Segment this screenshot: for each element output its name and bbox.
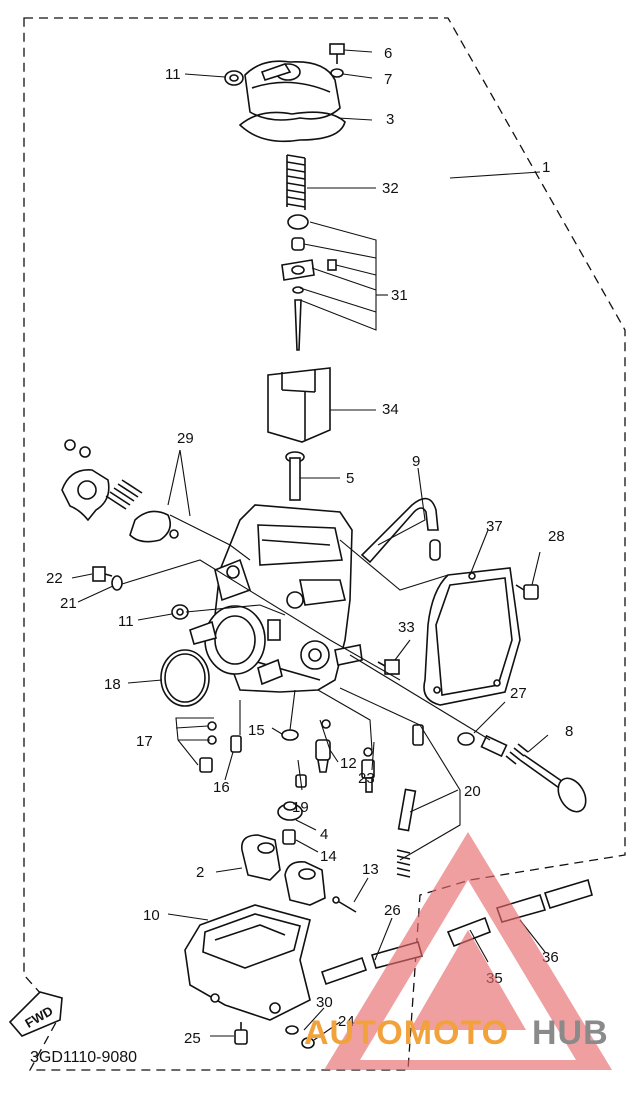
watermark-triangle-icon — [324, 832, 612, 1070]
top-cap-part — [244, 60, 341, 121]
washer-7-part — [330, 68, 344, 78]
callout-4: 4 — [320, 826, 328, 843]
callout-33: 33 — [398, 619, 415, 636]
callout-3: 3 — [386, 111, 394, 128]
callout-19: 19 — [292, 799, 309, 816]
leader-lines — [71, 49, 549, 1041]
callout-15: 15 — [248, 722, 265, 739]
nut-11-side-part — [171, 604, 189, 620]
callout-9: 9 — [412, 453, 420, 470]
callout-20: 20 — [464, 783, 481, 800]
jet-17-part — [199, 721, 217, 773]
callout-11-side: 11 — [118, 613, 134, 630]
callout-14: 14 — [320, 848, 337, 865]
callout-2: 2 — [196, 864, 204, 881]
callout-13: 13 — [362, 861, 379, 878]
callout-27: 27 — [510, 685, 527, 702]
o-ring-18-part — [160, 649, 210, 707]
callout-18: 18 — [104, 676, 121, 693]
callout-26: 26 — [384, 902, 401, 919]
callout-16: 16 — [213, 779, 230, 796]
callout-29: 29 — [177, 430, 194, 447]
throttle-stop-screw-8-part — [480, 734, 587, 813]
callout-17: 17 — [136, 733, 153, 750]
needle-jet-5-part — [285, 451, 305, 501]
callout-31: 31 — [391, 287, 408, 304]
watermark-text-gray: HUB — [532, 1014, 609, 1052]
screw-33-part — [377, 659, 400, 675]
screw-28-part — [515, 584, 539, 600]
watermark-logo — [324, 832, 612, 1070]
callout-30: 30 — [316, 994, 333, 1011]
jet-23-part — [361, 747, 375, 793]
nut-11-top-part — [224, 70, 244, 86]
screw-22-part — [92, 566, 113, 582]
jet-15-part — [281, 729, 299, 741]
needle-assembly-31-part — [281, 214, 337, 351]
part-code: 3GD1110-9080 — [30, 1049, 137, 1066]
spring-32-part — [286, 154, 306, 210]
piston-valve-34-part — [267, 367, 331, 443]
pin-13-part — [332, 896, 357, 913]
cover-37-part — [423, 567, 521, 706]
pump-spring-part — [105, 479, 143, 510]
callout-24: 24 — [338, 1013, 355, 1030]
float-bowl-10-part — [184, 904, 311, 1021]
gasket-part — [238, 111, 346, 143]
callout-23: 23 — [358, 770, 375, 787]
callout-21: 21 — [60, 595, 77, 612]
pump-cover-part — [61, 439, 110, 522]
float-2-part — [241, 834, 326, 906]
jet-14-part — [282, 829, 296, 845]
callout-1: 1 — [542, 159, 550, 176]
callout-8: 8 — [565, 723, 573, 740]
callout-37: 37 — [486, 518, 503, 535]
jet-16-part — [230, 735, 242, 753]
plug-4-part — [277, 801, 303, 821]
washer-21-part — [111, 575, 123, 591]
hose-9-part — [360, 497, 441, 564]
callout-34: 34 — [382, 401, 399, 418]
callout-6: 6 — [384, 45, 392, 62]
pump-diaphragm-part — [129, 510, 179, 543]
intake-flange-part — [189, 605, 283, 686]
callout-12: 12 — [340, 755, 357, 772]
o-ring-30-part — [285, 1025, 299, 1035]
callout-32: 32 — [382, 180, 399, 197]
callout-7: 7 — [384, 71, 392, 88]
forward-arrow-icon: FWD — [8, 991, 63, 1037]
screw-24-part — [301, 1037, 315, 1049]
callout-22: 22 — [46, 570, 63, 587]
callout-10: 10 — [143, 907, 160, 924]
screw-25-part — [234, 1022, 248, 1045]
screw-6-part — [329, 43, 345, 64]
callout-11-top: 11 — [165, 66, 181, 83]
o-ring-27-part — [457, 732, 475, 746]
callout-25: 25 — [184, 1030, 201, 1047]
watermark-text-orange: AUTOMOTO — [304, 1014, 509, 1052]
callout-5: 5 — [346, 470, 354, 487]
callout-28: 28 — [548, 528, 565, 545]
